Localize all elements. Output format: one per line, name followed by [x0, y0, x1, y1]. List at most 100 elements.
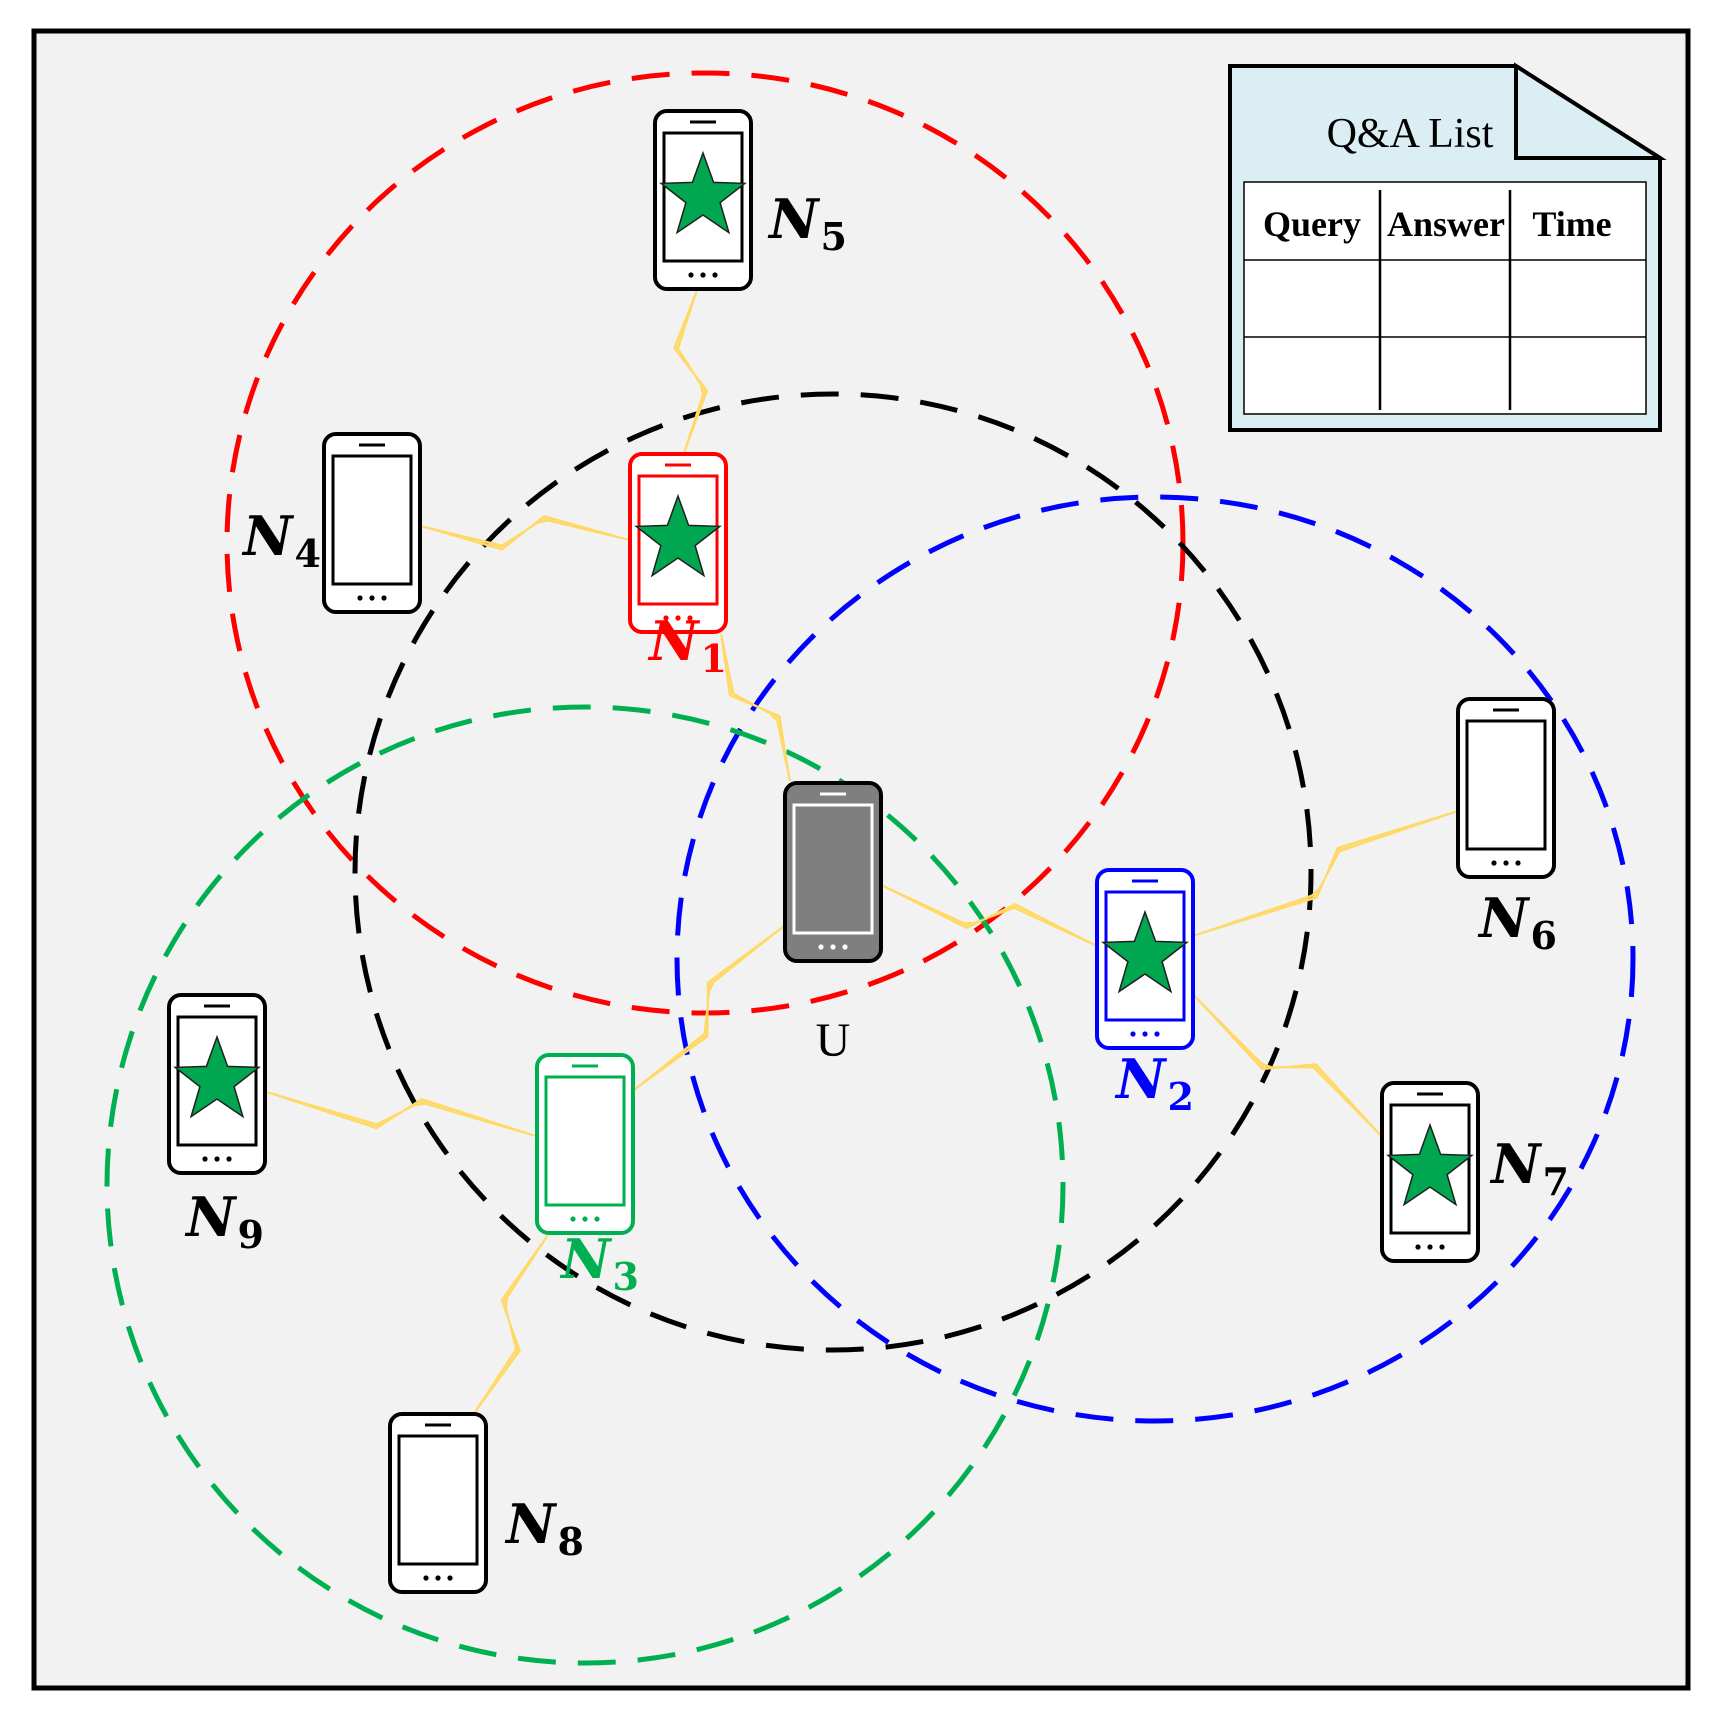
node-label-n3: N3: [559, 1227, 639, 1299]
node-n3: N3: [535, 1053, 639, 1299]
node-label-main: N: [767, 187, 821, 251]
link-u-n1: [720, 634, 791, 781]
phone-button-dot: [1427, 1244, 1433, 1250]
phone-screen: [397, 1434, 479, 1566]
node-label-subscript: 1: [700, 636, 726, 681]
phone-button-dot: [1130, 1031, 1136, 1037]
star-icon: [634, 493, 722, 578]
link-n1-n5: [673, 291, 709, 452]
phone-button-dot: [700, 272, 706, 278]
node-label-n8: N8: [504, 1492, 584, 1564]
phone-button-dot: [818, 944, 824, 950]
node-label-subscript: 2: [1167, 1074, 1193, 1119]
phone-button-dot: [712, 272, 718, 278]
phone-button-dot: [1491, 860, 1497, 866]
phone-button-dot: [594, 1216, 600, 1222]
phone-button-dot: [663, 615, 669, 621]
node-n2: N2: [1095, 868, 1195, 1119]
phone-button-dot: [570, 1216, 576, 1222]
phone-button-dot: [1154, 1031, 1160, 1037]
node-n6: N6: [1456, 697, 1557, 958]
node-label-subscript: 3: [612, 1254, 638, 1299]
node-label-main: N: [504, 1492, 558, 1556]
node-label-subscript: 7: [1542, 1159, 1568, 1204]
phone-button-dot: [423, 1575, 429, 1581]
node-label-main: N: [1114, 1047, 1168, 1111]
phone-button-dot: [214, 1156, 220, 1162]
wireless-links: [266, 291, 1457, 1412]
qa-list-title: Q&A List: [1327, 111, 1494, 157]
node-label-main: N: [241, 504, 295, 568]
link-u-n2: [882, 884, 1096, 947]
phone-button-dot: [688, 272, 694, 278]
phone-button-dot: [1415, 1244, 1421, 1250]
qa-table: [1243, 181, 1647, 415]
link-n3-n9: [266, 1091, 536, 1137]
phone-button-dot: [675, 615, 681, 621]
node-n8: N8: [388, 1412, 584, 1594]
link-n2-n6: [1194, 810, 1457, 937]
phone-button-dot: [1503, 860, 1509, 866]
phone-screen: [792, 803, 874, 935]
node-label-subscript: 6: [1530, 913, 1556, 958]
qa-list-document: Q&A List Query Answer Time: [1228, 62, 1667, 432]
phone-button-dot: [357, 595, 363, 601]
node-label-main: N: [1477, 886, 1531, 950]
node-u: U: [783, 781, 883, 1067]
node-label-n6: N6: [1477, 886, 1557, 958]
node-label-main: N: [1489, 1132, 1543, 1196]
node-n5: N5: [653, 109, 847, 291]
phone-button-dot: [381, 595, 387, 601]
node-label-main: N: [559, 1227, 613, 1291]
phone-button-dot: [202, 1156, 208, 1162]
qa-header-query: Query: [1263, 204, 1361, 244]
phone-button-dot: [830, 944, 836, 950]
phone-screen: [331, 454, 413, 586]
link-n3-n8: [474, 1235, 549, 1412]
node-label-subscript: 9: [237, 1212, 263, 1257]
phone-button-dot: [687, 615, 693, 621]
phone-screen: [544, 1075, 626, 1207]
qa-list-folded-corner: [1514, 62, 1667, 160]
link-u-n3: [634, 925, 784, 1091]
node-label-n7: N7: [1489, 1132, 1569, 1204]
node-label-subscript: 8: [557, 1519, 583, 1564]
link-n1-n4: [421, 515, 629, 551]
range-n3-circle: [104, 704, 1066, 1666]
node-label-n4: N4: [241, 504, 321, 576]
node-label-n2: N2: [1114, 1047, 1194, 1119]
star-icon: [173, 1034, 261, 1119]
node-n4: N4: [241, 432, 422, 614]
link-n2-n7: [1194, 995, 1381, 1136]
range-circles: [104, 70, 1636, 1666]
node-label-subscript: 5: [820, 214, 846, 259]
range-u-circle: [352, 391, 1314, 1353]
phone-button-dot: [1515, 860, 1521, 866]
node-label-u: U: [816, 1014, 851, 1067]
range-n2-circle: [674, 494, 1636, 1424]
star-icon: [1386, 1122, 1474, 1207]
phone-screen: [1465, 719, 1547, 851]
phone-button-dot: [582, 1216, 588, 1222]
qa-header-answer: Answer: [1387, 204, 1505, 244]
star-icon: [659, 150, 747, 235]
phone-button-dot: [369, 595, 375, 601]
phone-button-dot: [226, 1156, 232, 1162]
node-n7: N7: [1380, 1081, 1569, 1263]
phone-button-dot: [435, 1575, 441, 1581]
node-n9: N9: [167, 993, 267, 1257]
node-n1: N1: [628, 452, 728, 681]
node-label-n9: N9: [184, 1185, 264, 1257]
phone-button-dot: [1142, 1031, 1148, 1037]
qa-header-time: Time: [1532, 204, 1611, 244]
phone-button-dot: [1439, 1244, 1445, 1250]
node-label-n1: N1: [647, 609, 727, 681]
star-icon: [1101, 909, 1189, 994]
node-label-main: N: [184, 1185, 238, 1249]
node-label-n5: N5: [767, 187, 847, 259]
node-label-main: U: [816, 1014, 851, 1067]
node-label-main: N: [647, 609, 701, 673]
phone-button-dot: [842, 944, 848, 950]
